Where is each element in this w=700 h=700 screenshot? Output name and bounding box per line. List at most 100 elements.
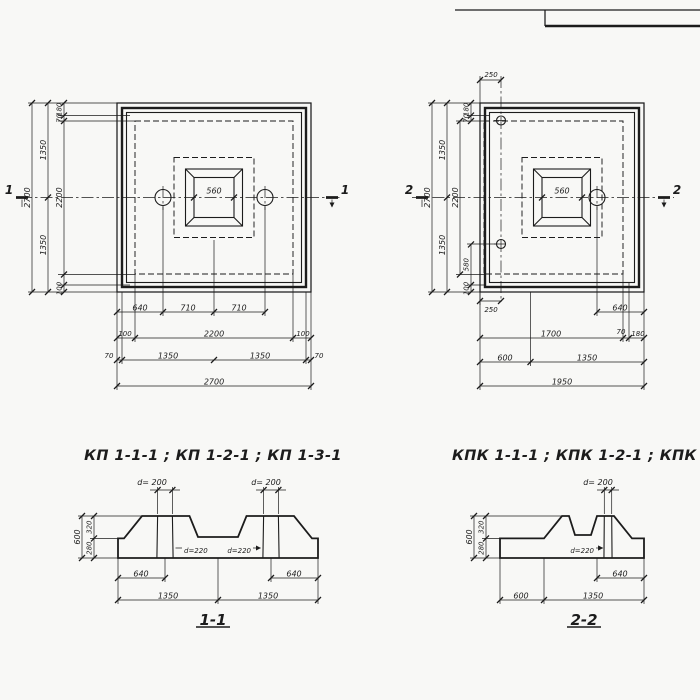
section1-digit-left: 1 [5, 183, 13, 197]
plan-kp-ticks-left [28, 99, 68, 296]
dim-b-70-2: 70 [617, 328, 626, 336]
section2-hole-walls [603, 515, 613, 559]
section1-outline [117, 515, 319, 559]
section1-view-arrows [21, 199, 332, 208]
plan-kpk-section-marks: 2 2 [405, 183, 681, 207]
dim-v-2700-2: 2700 [423, 187, 432, 207]
dim-v-2200: 2200 [55, 187, 64, 207]
dim-v-580: 580 [463, 257, 471, 271]
dim-v-70-2: 70 [463, 113, 471, 122]
dim-b-710b: 710 [231, 304, 246, 313]
dim-s2-1350: 1350 [583, 592, 603, 601]
dim-b-70-left: 70 [105, 352, 114, 360]
section1-digit-right: 1 [341, 183, 349, 197]
dim-v-100: 100 [56, 281, 64, 295]
plan-kp-body: 560 [20, 102, 342, 293]
section1-ext-lines [78, 487, 319, 604]
plan-kp-ticks-bottom [113, 308, 315, 390]
plan-kpk-ticks-bottom [476, 308, 648, 390]
dim-v-100-2: 100 [463, 281, 471, 295]
section-1-1: d= 200 d= 200 d=220 d=220 600 320 280 64… [73, 478, 322, 629]
dim-b-600: 600 [497, 354, 512, 363]
section2-digit-right: 2 [673, 183, 681, 197]
socket-dim-ticks [190, 194, 238, 201]
dim-s2-280: 280 [478, 541, 486, 555]
dim-bl-250: 250 [484, 306, 498, 314]
small-hole-cross-lines [494, 120, 508, 245]
dim-b-2200: 2200 [204, 330, 224, 339]
dim-t-250: 250 [484, 71, 498, 79]
plan-kpk-socket: 560 [521, 157, 603, 238]
socket-slope-edges-2 [533, 168, 591, 227]
dim-v-1350-top: 1350 [39, 140, 48, 160]
dim-v-2200-2: 2200 [451, 187, 460, 207]
dim-s1-1350a: 1350 [158, 592, 178, 601]
plan-kpk-body: 560 [412, 76, 674, 302]
dim-s1-280: 280 [86, 541, 94, 555]
dim-d220-left: d=220 [184, 547, 208, 555]
plan-kp-ext-bottom [116, 206, 312, 390]
plan-kpk-ticks-left [428, 76, 505, 305]
dim-s1-640r: 640 [286, 570, 301, 579]
section1-hole-walls [156, 515, 280, 559]
plan-kp-holes [154, 186, 274, 210]
socket-slope-edges [185, 168, 243, 227]
plan-kpk-dimensions: 250 250 2700 1350 1350 2200 180 70 580 1… [423, 71, 648, 390]
dim-d200-2: d= 200 [583, 478, 613, 487]
plan-kp: 560 1 1 2700 1350 1350 180 70 22 [5, 99, 349, 390]
plan-kp-section-marks: 1 1 [5, 183, 349, 207]
dim-d220-right: d=220 [227, 547, 251, 555]
section2-view-arrows [421, 199, 664, 208]
dim-s1-600: 600 [73, 529, 82, 544]
socket-dim-ticks-2 [538, 194, 586, 201]
dim-s2-640: 640 [612, 570, 627, 579]
section2-dim-lines [473, 489, 644, 601]
plan-kpk-inner-line [488, 111, 636, 284]
dim-b-100-left: 100 [118, 330, 132, 338]
dim-b-1350-2: 1350 [577, 354, 597, 363]
dim-s1-640l: 640 [133, 570, 148, 579]
plan-kpk: 560 2 2 250 250 2700 1350 [405, 71, 681, 390]
dim-b-1350a: 1350 [158, 352, 178, 361]
section2-dimensions: d= 200 d=220 600 320 280 640 600 1350 [465, 478, 648, 604]
socket-top-square [184, 168, 244, 227]
dim-v-180-2: 180 [463, 102, 471, 116]
sheet-border-lines [455, 9, 700, 28]
dim-b-1350b: 1350 [250, 352, 270, 361]
dim-v-1350t-2: 1350 [438, 140, 447, 160]
dim-v-1350-bottom: 1350 [39, 235, 48, 255]
section2-ext-lines [470, 487, 645, 604]
hole-axis-lines [162, 186, 266, 210]
dim-b-640: 640 [132, 304, 147, 313]
dim-b-1700: 1700 [541, 330, 561, 339]
dim-b-180-2: 180 [631, 330, 645, 338]
socket-hidden-square-2 [521, 157, 603, 238]
dim-v-180: 180 [56, 102, 64, 116]
socket-hidden-square [173, 157, 255, 238]
plan-kp-dimensions: 2700 1350 1350 180 70 2200 100 640 710 7… [23, 99, 324, 390]
plan-kp-socket: 560 [173, 157, 255, 238]
type-label-kp: КП 1-1-1 ; КП 1-2-1 ; КП 1-3-1 [84, 448, 342, 464]
dim-d220-2: d=220 [570, 547, 594, 555]
plan-kpk-wall-line [483, 106, 641, 289]
plan-kpk-ext-bottom [479, 206, 645, 390]
plan-kpk-dim-lines [431, 79, 644, 387]
section2-ticks [470, 486, 648, 604]
dim-s2-320: 320 [478, 520, 486, 534]
type-label-kpk: КПК 1-1-1 ; КПК 1-2-1 ; КПК 1-3-1 [452, 448, 700, 464]
section1-ticks [78, 486, 322, 604]
dim-socket-560-2: 560 [554, 187, 569, 196]
socket-top-square-2 [532, 168, 592, 227]
section1-dim-lines [81, 489, 318, 601]
section2-outline [499, 515, 645, 559]
dim-s1-1350b: 1350 [258, 592, 278, 601]
plan-kp-ext-left [28, 102, 135, 293]
section-2-2: d= 200 d=220 600 320 280 640 600 1350 2-… [465, 478, 648, 629]
dim-d200-left: d= 200 [137, 478, 167, 487]
plan-kpk-holes [494, 115, 606, 250]
dim-socket-560: 560 [206, 187, 221, 196]
dim-v-1350b-2: 1350 [438, 235, 447, 255]
dim-v-70: 70 [56, 113, 64, 122]
